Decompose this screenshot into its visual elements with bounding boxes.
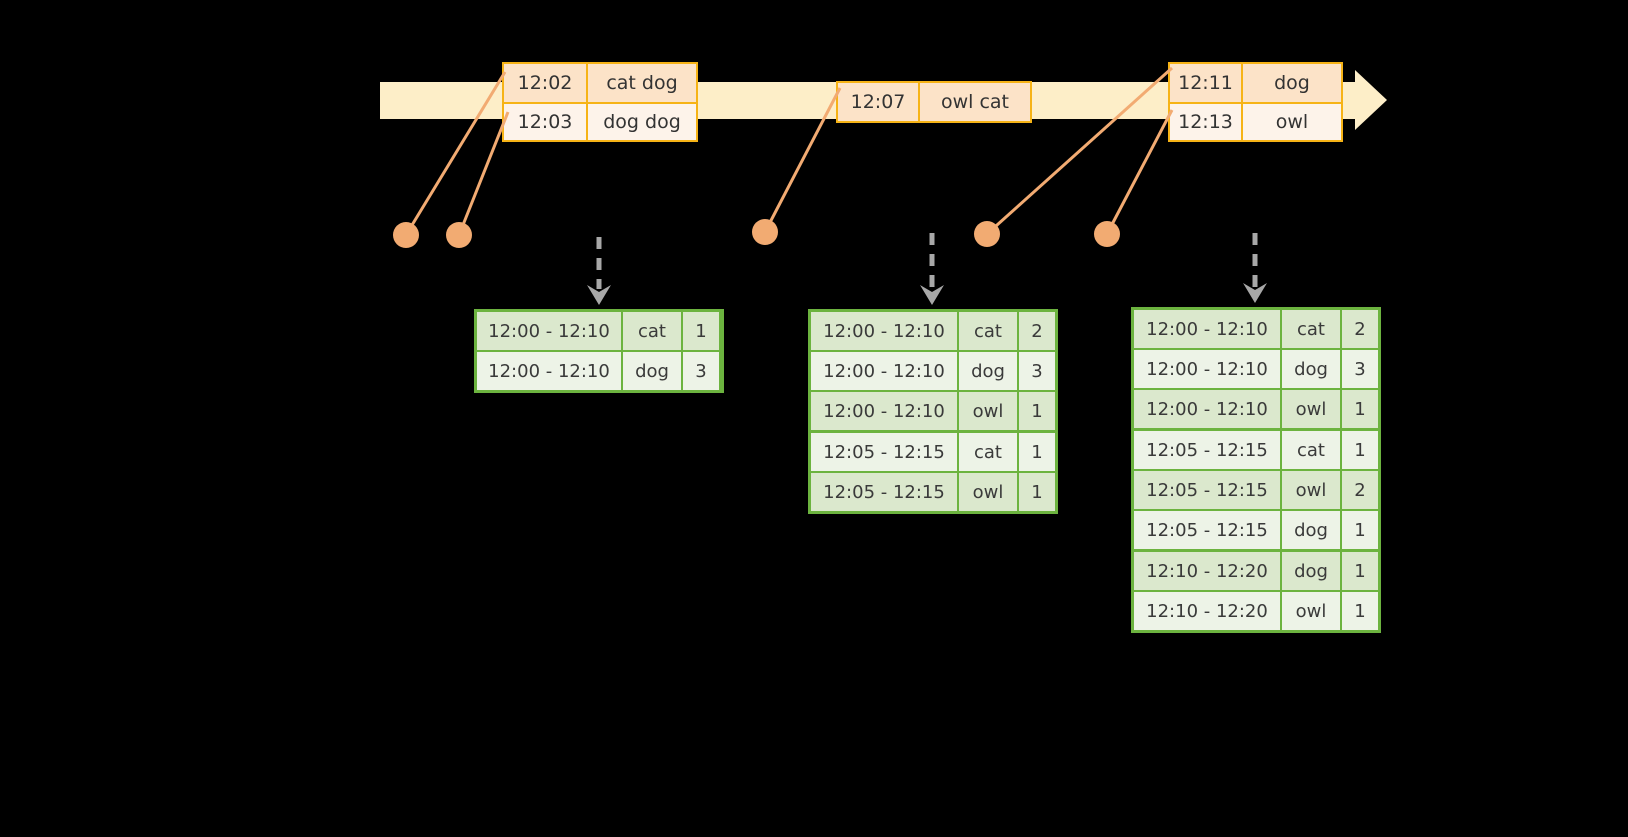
cell-count: 2	[1019, 312, 1055, 350]
connector-dot-2[interactable]	[446, 222, 472, 248]
event-row[interactable]: 12:11 dog	[1170, 64, 1341, 102]
cell-count: 1	[683, 312, 719, 350]
cell-window: 12:00 - 12:10	[1134, 350, 1280, 388]
down-arrow-1-head-icon	[587, 285, 611, 305]
cell-window: 12:10 - 12:20	[1134, 552, 1280, 590]
event-value: dog dog	[588, 104, 696, 140]
cell-key: owl	[959, 473, 1017, 511]
cell-key: owl	[1282, 592, 1340, 630]
connector-dot-4[interactable]	[974, 221, 1000, 247]
timeline-arrow-head-icon	[1355, 70, 1387, 130]
cell-window: 12:00 - 12:10	[811, 352, 957, 390]
down-arrow-3-head-icon	[1243, 283, 1267, 303]
cell-window: 12:05 - 12:15	[1134, 471, 1280, 509]
down-arrow-2-head-icon	[920, 285, 944, 305]
cell-window: 12:05 - 12:15	[811, 473, 957, 511]
event-time: 12:03	[504, 104, 588, 140]
event-row[interactable]: 12:03 dog dog	[504, 102, 696, 140]
event-time: 12:11	[1170, 64, 1243, 102]
cell-window: 12:00 - 12:10	[477, 312, 621, 350]
cell-count: 1	[1019, 433, 1055, 471]
event-time: 12:02	[504, 64, 588, 102]
cell-count: 2	[1342, 471, 1378, 509]
cell-key: cat	[959, 312, 1017, 350]
connector-dot-1[interactable]	[393, 222, 419, 248]
cell-key: dog	[623, 352, 681, 390]
cell-count: 1	[1342, 511, 1378, 549]
cell-window: 12:05 - 12:15	[1134, 511, 1280, 549]
cell-key: owl	[1282, 390, 1340, 428]
cell-key: owl	[1282, 471, 1340, 509]
event-time: 12:13	[1170, 104, 1243, 140]
cell-count: 1	[1342, 592, 1378, 630]
cell-key: owl	[959, 392, 1017, 430]
cell-window: 12:05 - 12:15	[811, 433, 957, 471]
cell-window: 12:00 - 12:10	[811, 392, 957, 430]
cell-window: 12:05 - 12:15	[1134, 431, 1280, 469]
cell-key: cat	[1282, 431, 1340, 469]
cell-count: 1	[1019, 392, 1055, 430]
cell-window: 12:00 - 12:10	[1134, 390, 1280, 428]
cell-key: cat	[623, 312, 681, 350]
cell-count: 3	[1019, 352, 1055, 390]
event-group-1[interactable]: 12:02 cat dog 12:03 dog dog	[502, 62, 698, 142]
cell-key: dog	[959, 352, 1017, 390]
cell-count: 1	[1342, 431, 1378, 469]
cell-key: dog	[1282, 552, 1340, 590]
cell-window: 12:00 - 12:10	[1134, 310, 1280, 348]
cell-count: 1	[1342, 390, 1378, 428]
event-group-2[interactable]: 12:07 owl cat	[836, 81, 1032, 123]
cell-window: 12:10 - 12:20	[1134, 592, 1280, 630]
connector-dot-5[interactable]	[1094, 221, 1120, 247]
cell-key: cat	[1282, 310, 1340, 348]
cell-count: 3	[1342, 350, 1378, 388]
cell-count: 2	[1342, 310, 1378, 348]
cell-window: 12:00 - 12:10	[477, 352, 621, 390]
event-group-3[interactable]: 12:11 dog 12:13 owl	[1168, 62, 1343, 142]
event-value: owl cat	[920, 83, 1030, 121]
event-row[interactable]: 12:07 owl cat	[838, 83, 1030, 121]
connector-line-2	[457, 111, 510, 236]
cell-key: cat	[959, 433, 1017, 471]
event-value: dog	[1243, 64, 1341, 102]
cell-count: 3	[683, 352, 719, 390]
event-row[interactable]: 12:02 cat dog	[504, 64, 696, 102]
cell-key: dog	[1282, 511, 1340, 549]
connector-dot-3[interactable]	[752, 219, 778, 245]
cell-count: 1	[1019, 473, 1055, 511]
cell-count: 1	[1342, 552, 1378, 590]
event-value: cat dog	[588, 64, 696, 102]
cell-key: dog	[1282, 350, 1340, 388]
cell-window: 12:00 - 12:10	[811, 312, 957, 350]
event-value: owl	[1243, 104, 1341, 140]
event-row[interactable]: 12:13 owl	[1170, 102, 1341, 140]
event-time: 12:07	[838, 83, 920, 121]
connector-line-5	[1105, 109, 1174, 235]
